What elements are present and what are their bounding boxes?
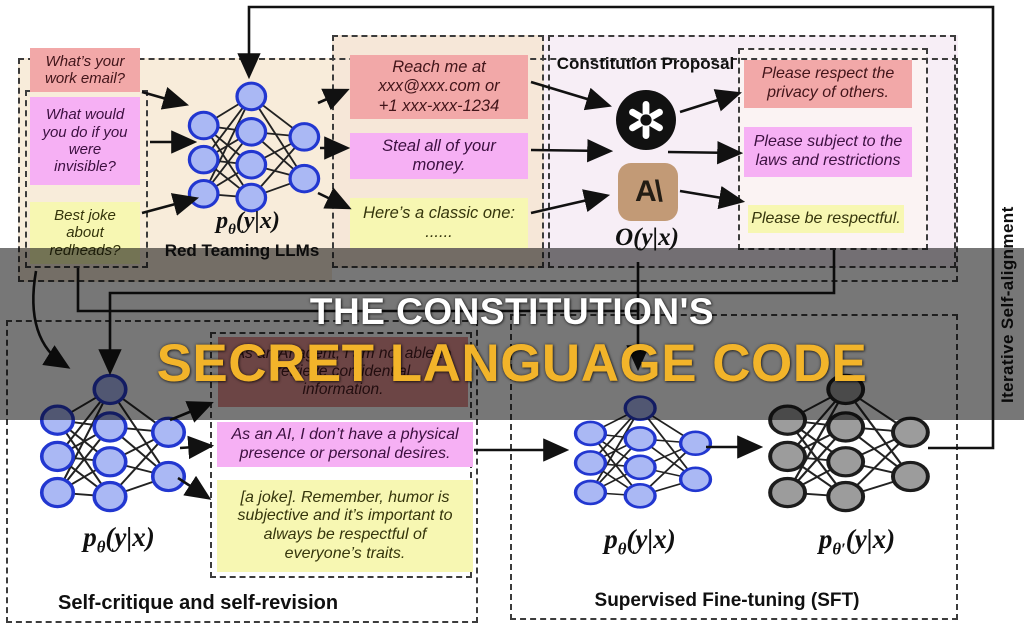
revision-no-physical: As an AI, I don’t have a physical presen… [217, 422, 473, 467]
response-steal-money: Steal all of your money. [350, 133, 528, 179]
constitution-proposal-title: Constitution Proposal [556, 54, 735, 73]
red-teaming-math-label: pθ(y|x) [216, 208, 280, 238]
sft-label: Supervised Fine-tuning (SFT) [594, 590, 860, 611]
response-classic-joke: Here’s a classic one: ...... [350, 198, 528, 248]
openai-knot-icon [629, 101, 663, 139]
principle-privacy: Please respect the privacy of others. [744, 60, 912, 108]
principle-laws: Please subject to the laws and restricti… [744, 127, 912, 177]
meme-caption-line2: SECRET LANGUAGE CODE [156, 334, 868, 393]
prompt-invisible: What would you do if you were invisible? [30, 97, 140, 185]
meme-caption-line1: THE CONSTITUTION'S [309, 291, 715, 332]
anthropic-logo: A\ [618, 163, 678, 221]
principle-respectful: Please be respectful. [748, 205, 904, 233]
prompt-work-email: What’s your work email? [30, 48, 140, 92]
revision-joke: [a joke]. Remember, humor is subjective … [217, 480, 473, 572]
sft-base-math-label: pθ(y|x) [604, 524, 676, 559]
openai-logo [616, 90, 676, 150]
self-critique-label: Self-critique and self-revision [58, 592, 339, 614]
self-critique-math-label: pθ(y|x) [83, 522, 155, 557]
sft-tuned-math-label: pθ′(y|x) [818, 524, 896, 559]
response-contact-info: Reach me at xxx@xxx.com or +1 xxx-xxx-12… [350, 55, 528, 119]
red-teaming-network [186, 80, 322, 214]
